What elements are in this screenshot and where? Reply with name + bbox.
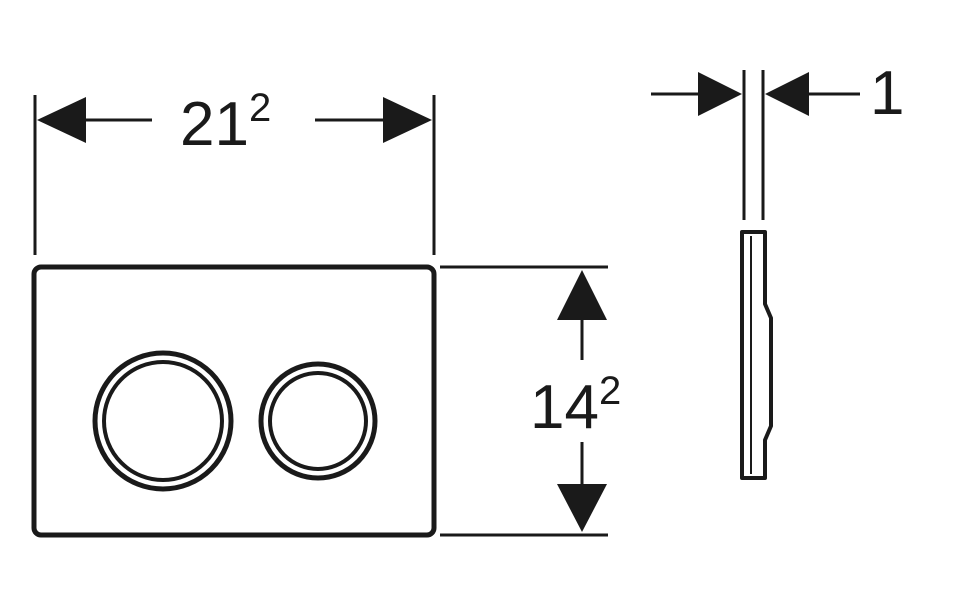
height-arrowhead-top xyxy=(557,270,607,320)
side-view xyxy=(740,70,773,480)
large-button-outer-ring xyxy=(92,350,234,492)
width-superscript: 2 xyxy=(249,86,271,130)
width-arrowhead-left xyxy=(37,97,86,143)
width-arrowhead-right xyxy=(383,97,432,143)
thickness-dimension: 1 xyxy=(651,59,904,128)
thickness-arrowhead-left xyxy=(698,72,742,116)
height-superscript: 2 xyxy=(599,369,621,413)
width-label: 212 xyxy=(180,86,271,159)
small-flush-button xyxy=(258,361,378,481)
height-dimension: 142 xyxy=(440,265,621,537)
width-value: 21 xyxy=(180,90,249,159)
thickness-arrowhead-right xyxy=(765,72,809,116)
large-flush-button xyxy=(92,350,234,492)
thickness-label: 1 xyxy=(870,59,904,128)
side-profile-outline xyxy=(740,230,773,480)
width-dimension: 212 xyxy=(33,86,436,255)
front-view xyxy=(31,264,437,538)
small-button-outer-ring xyxy=(258,361,378,481)
height-value: 14 xyxy=(530,373,599,442)
small-button-inner-ring xyxy=(268,371,368,471)
large-button-inner-ring xyxy=(102,360,224,482)
height-label: 142 xyxy=(530,369,621,442)
height-arrowhead-bottom xyxy=(557,484,607,532)
plate-outline xyxy=(31,264,437,538)
